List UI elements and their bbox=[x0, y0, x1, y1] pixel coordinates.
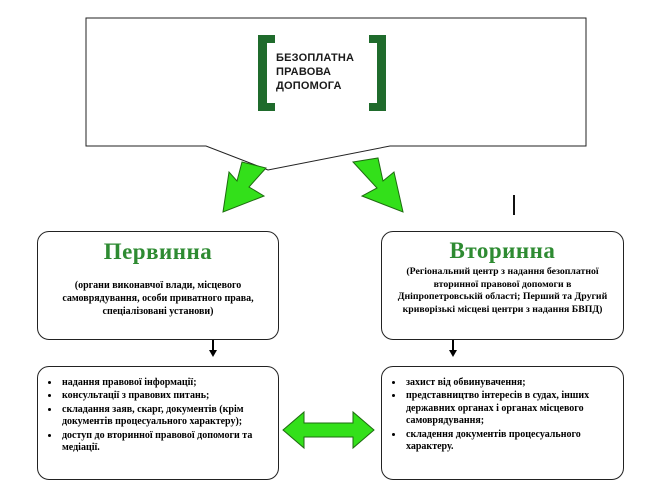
logo-left-bracket-icon bbox=[258, 35, 275, 111]
logo-right-bracket-icon bbox=[369, 35, 386, 111]
green-arrow-left-icon bbox=[222, 161, 267, 213]
double-arrow-icon bbox=[282, 410, 375, 450]
secondary-box: Вторинна (Регіональний центр з надання б… bbox=[381, 231, 624, 340]
secondary-description: (Регіональний центр з надання безоплатно… bbox=[397, 266, 608, 315]
secondary-services-list: захист від обвинувачення; представництво… bbox=[382, 376, 623, 453]
callout-shape bbox=[85, 17, 587, 171]
secondary-services-box: захист від обвинувачення; представництво… bbox=[381, 366, 624, 480]
down-arrow-left-icon bbox=[209, 350, 217, 357]
logo-line-3: ДОПОМОГА bbox=[276, 80, 342, 92]
secondary-title: Вторинна bbox=[449, 238, 556, 263]
down-arrow-right-icon bbox=[449, 350, 457, 357]
list-item: захист від обвинувачення; bbox=[404, 376, 623, 389]
primary-services-box: надання правової інформації; консультаці… bbox=[37, 366, 279, 480]
primary-services-list: надання правової інформації; консультаці… bbox=[38, 376, 278, 454]
primary-description: (органи виконавчої влади, місцевого само… bbox=[62, 280, 254, 317]
primary-box: Первинна (органи виконавчої влади, місце… bbox=[37, 231, 279, 340]
green-arrow-right-icon bbox=[351, 157, 404, 213]
list-item: складання заяв, скарг, документів (крім … bbox=[60, 403, 278, 429]
list-item: складення документів процесуального хара… bbox=[404, 428, 623, 454]
logo-line-1: БЕЗОПЛАТНА bbox=[276, 52, 355, 64]
list-item: доступ до вторинної правової допомоги та… bbox=[60, 429, 278, 455]
list-item: надання правової інформації; bbox=[60, 376, 278, 389]
primary-title: Первинна bbox=[103, 239, 213, 264]
list-item: консультації з правових питань; bbox=[60, 389, 278, 402]
logo-line-2: ПРАВОВА bbox=[276, 66, 332, 78]
list-item: представництво інтересів в судах, інших … bbox=[404, 389, 623, 427]
logo-text: БЕЗОПЛАТНА ПРАВОВА ДОПОМОГА bbox=[276, 51, 366, 93]
cursor-mark bbox=[513, 195, 515, 215]
